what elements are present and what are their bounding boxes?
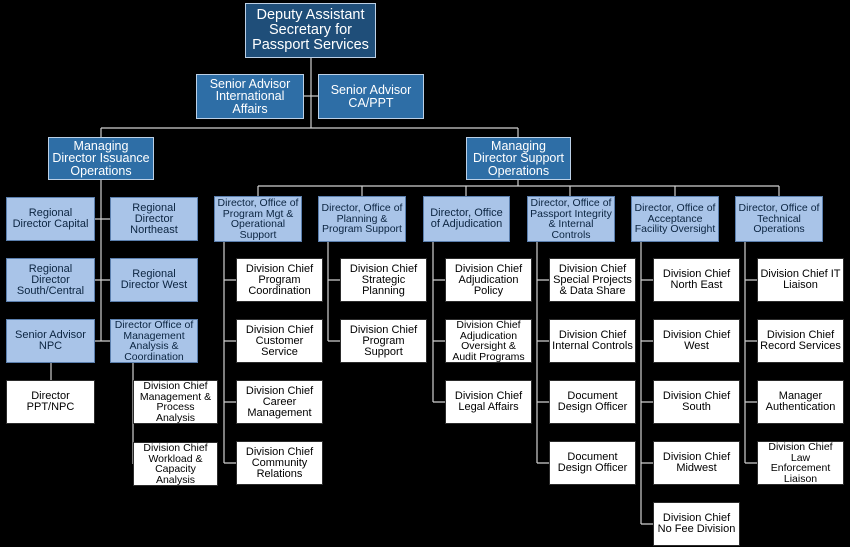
dc-label: Division Chief Career Management [245,384,314,419]
regional-director-west-box: Regional Director West [110,258,198,302]
connector-pmos-trunk [223,242,236,464]
dc-label: Document Design Officer [557,451,628,474]
sa-npc-label: Senior Advisor NPC [15,329,86,352]
dc-label: Division Chief Community Relations [245,445,314,480]
senior-advisor-ca-box: Senior Advisor CA/PPT [318,74,424,119]
director-program-mgt-box: Director, Office of Program Mgt & Operat… [214,196,302,242]
dir-adj-label: Director, Office of Adjudication [430,207,503,230]
md-issuance-label: Managing Director Issuance Operations [52,138,150,178]
dc-midwest-box: Division Chief Midwest [653,441,740,485]
rd-capital-label: Regional Director Capital [12,207,89,230]
advisor-ca-label: Senior Advisor CA/PPT [330,83,412,110]
deputy-title: Deputy Assistant Secretary for Passport … [252,7,369,53]
dc-south-box: Division Chief South [653,380,740,424]
dc-legal-affairs-box: Division Chief Legal Affairs [445,380,532,424]
dc-adjudication-policy-box: Division Chief Adjudication Policy [445,258,532,302]
document-design-officer-box-2: Document Design Officer [549,441,636,485]
deputy-assistant-secretary-box: Deputy Assistant Secretary for Passport … [245,3,376,58]
dc-program-support-box: Division Chief Program Support [340,319,427,363]
regional-director-capital-box: Regional Director Capital [6,197,95,241]
rd-west-label: Regional Director West [120,268,188,291]
rd-south-label: Regional Director South/Central [16,262,85,297]
dc-career-management-box: Division Chief Career Management [236,380,323,424]
dc-wca-label: Division Chief Workload & Capacity Analy… [143,442,208,486]
dc-label: Division Chief Adjudication Policy [454,262,523,297]
senior-advisor-npc-box: Senior Advisor NPC [6,319,95,363]
division-chief-capacity-analysis-box: Division Chief Workload & Capacity Analy… [133,442,218,486]
dc-label: Division Chief Internal Controls [552,329,633,352]
connector-tech-trunk [744,242,757,464]
dc-no-fee-division-box: Division Chief No Fee Division [653,502,740,546]
dc-label: Division Chief Midwest [662,451,731,474]
dc-label: Division Chief Customer Service [245,323,314,358]
managing-director-issuance-box: Managing Director Issuance Operations [48,137,154,180]
director-management-analysis-box: Director Office of Management Analysis &… [110,319,198,363]
connector-adj-trunk [432,242,445,403]
dir-pmos-label: Director, Office of Program Mgt & Operat… [217,197,299,241]
connector-ppi-trunk [536,242,549,464]
managing-director-support-box: Managing Director Support Operations [466,137,571,180]
dc-special-projects-box: Division Chief Special Projects & Data S… [549,258,636,302]
dc-label: Division Chief South [662,390,731,413]
director-planning-box: Director, Office of Planning & Program S… [318,196,406,242]
dc-label: Manager Authentication [765,390,836,413]
dc-record-services-box: Division Chief Record Services [757,319,844,363]
director-passport-integrity-box: Director, Office of Passport Integrity &… [527,196,615,242]
dc-program-coordination-box: Division Chief Program Coordination [236,258,323,302]
dir-afo-label: Director, Office of Acceptance Facility … [634,202,716,236]
dc-label: Division Chief West [662,329,731,352]
regional-director-south-box: Regional Director South/Central [6,258,95,302]
dc-label: Division Chief Legal Affairs [454,390,523,413]
dc-law-enforcement-box: Division Chief Law Enforcement Liaison [757,441,844,485]
dc-label: Division Chief Special Projects & Data S… [553,262,632,297]
dc-it-liaison-box: Division Chief IT Liaison [757,258,844,302]
dc-label: Division Chief Program Coordination [245,262,314,297]
dir-tech-label: Director, Office of Technical Operations [738,202,820,236]
dc-mpa-label: Division Chief Management & Process Anal… [139,380,212,424]
connector-afo-trunk [640,242,653,525]
dc-label: Division Chief Law Enforcement Liaison [768,441,833,485]
document-design-officer-box: Document Design Officer [549,380,636,424]
dc-label: Division Chief North East [662,268,731,291]
regional-director-northeast-box: Regional Director Northeast [110,197,198,241]
manager-authentication-box: Manager Authentication [757,380,844,424]
dir-mac-label: Director Office of Management Analysis &… [114,319,194,363]
dc-label: Document Design Officer [557,390,628,413]
dc-label: Division Chief Adjudication Oversight & … [452,319,525,363]
senior-advisor-international-box: Senior Advisor International Affairs [196,74,304,119]
director-ppt-npc-box: Director PPT/NPC [6,380,95,424]
dc-customer-service-box: Division Chief Customer Service [236,319,323,363]
connector-issuance-left [95,218,101,342]
dc-label: Division Chief Strategic Planning [349,262,418,297]
dc-west-box: Division Chief West [653,319,740,363]
connector-issuance-right [101,218,110,342]
dc-label: Division Chief IT Liaison [760,268,841,291]
division-chief-process-analysis-box: Division Chief Management & Process Anal… [133,380,218,424]
dir-ppi-label: Director, Office of Passport Integrity &… [530,197,612,241]
dir-pps-label: Director, Office of Planning & Program S… [321,202,403,236]
dc-north-east-box: Division Chief North East [653,258,740,302]
dc-community-relations-box: Division Chief Community Relations [236,441,323,485]
advisor-intl-label: Senior Advisor International Affairs [209,76,291,116]
dc-adjudication-oversight-box: Division Chief Adjudication Oversight & … [445,319,532,363]
dc-label: Division Chief Record Services [760,329,841,352]
dc-label: Division Chief Program Support [349,323,418,358]
director-technical-operations-box: Director, Office of Technical Operations [735,196,823,242]
director-adjudication-box: Director, Office of Adjudication [423,196,510,242]
md-support-label: Managing Director Support Operations [472,138,564,178]
dc-label: Division Chief No Fee Division [657,512,736,535]
dc-strategic-planning-box: Division Chief Strategic Planning [340,258,427,302]
rd-northeast-label: Regional Director Northeast [130,201,178,236]
dc-internal-controls-box: Division Chief Internal Controls [549,319,636,363]
connector-pps-trunk [327,242,340,342]
dir-ppt-label: Director PPT/NPC [26,390,75,413]
director-acceptance-facility-box: Director, Office of Acceptance Facility … [631,196,719,242]
connector-support-drops [257,186,780,196]
